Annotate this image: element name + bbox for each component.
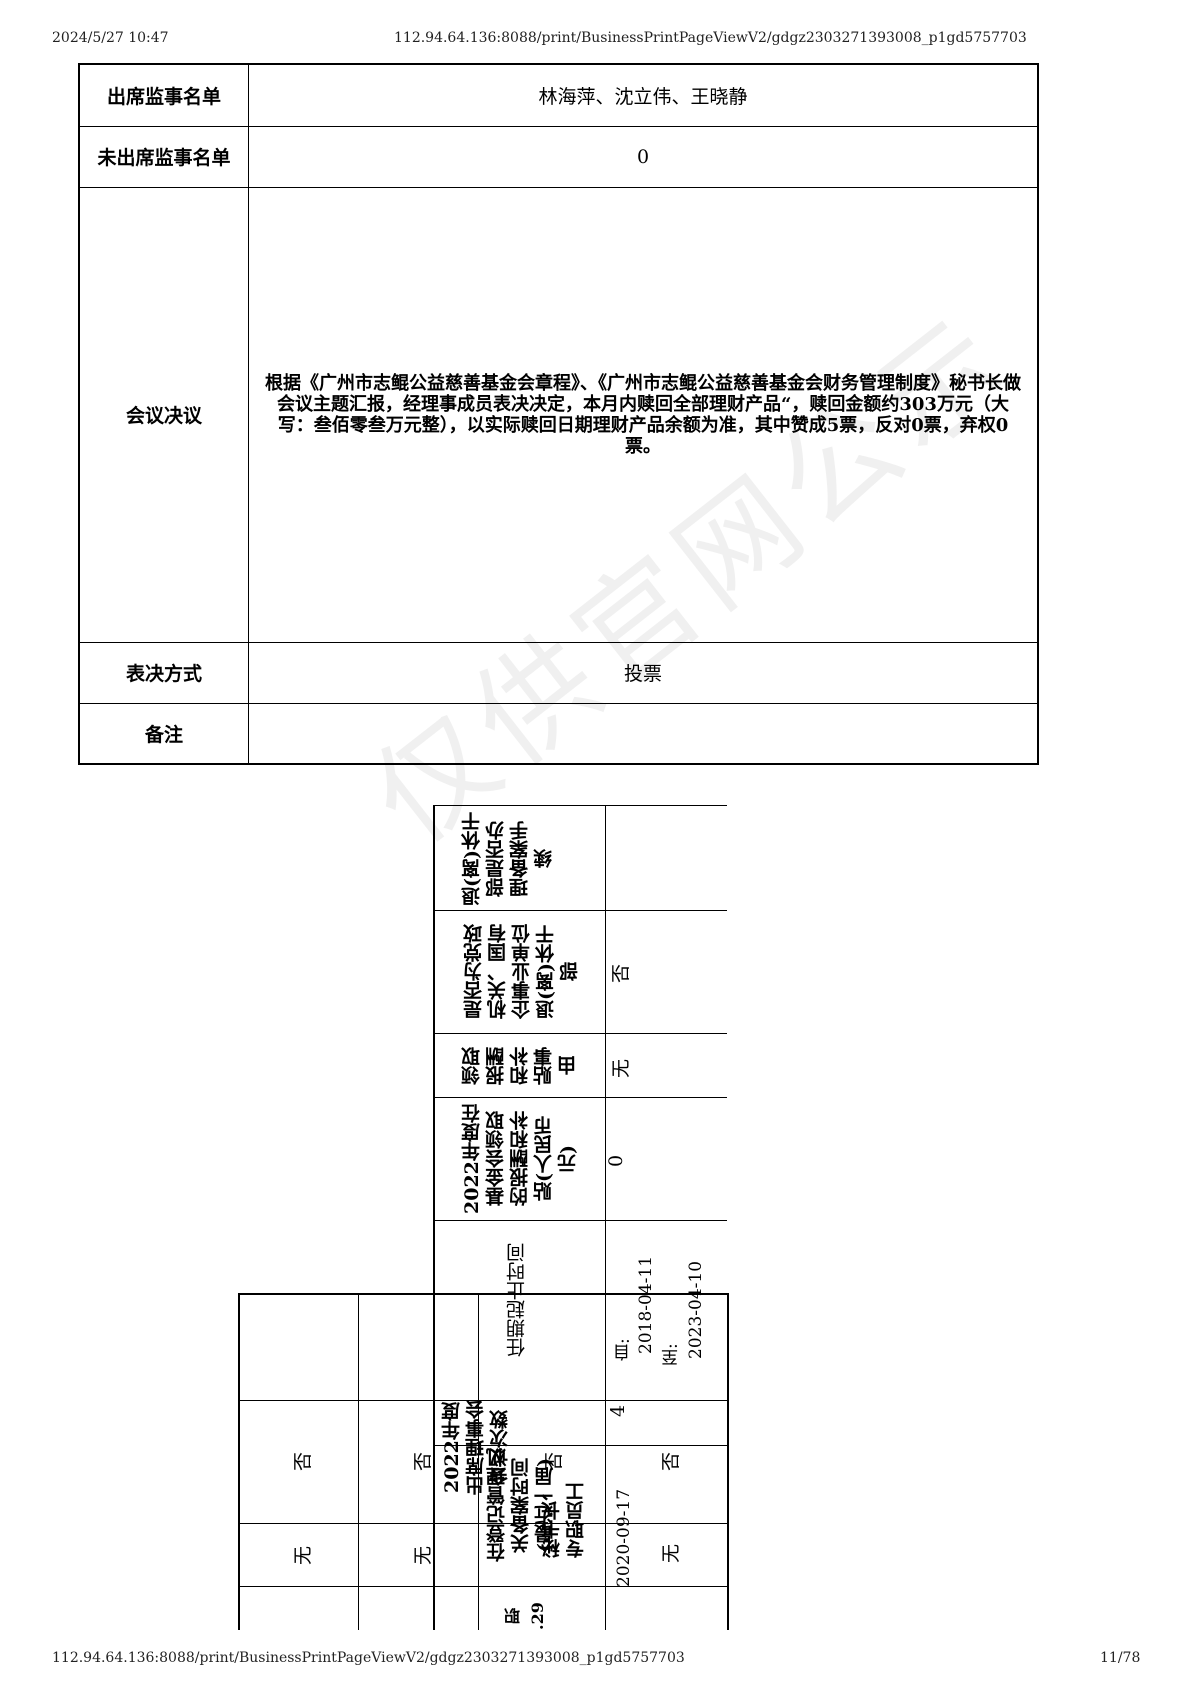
table-row: 出席监事名单 林海萍、沈立伟、王晓静 <box>78 63 1039 127</box>
rule <box>433 1445 727 1446</box>
supervisor-meeting-table: 出席监事名单 林海萍、沈立伟、王晓静 未出席监事名单 0 会议决议 根据《广州市… <box>78 63 1039 765</box>
attending-supervisors-value: 林海萍、沈立伟、王晓静 <box>248 63 1039 127</box>
print-datetime: 2024/5/27 10:47 <box>52 30 169 46</box>
absent-supervisors-value: 0 <box>248 125 1039 188</box>
value-filing-flag: 否 <box>543 1451 566 1472</box>
value-staff: 无 <box>660 1543 683 1564</box>
table-row: 备注 <box>78 702 1039 765</box>
resolution-label: 会议决议 <box>78 186 249 643</box>
page-number: 11/78 <box>1100 1650 1141 1666</box>
term-from-label: 自: <box>614 1338 634 1362</box>
rule <box>433 1097 727 1098</box>
value-meeting-count: 4 <box>607 1404 630 1418</box>
rule <box>433 1033 727 1034</box>
rule <box>433 805 727 806</box>
rule <box>238 1523 727 1524</box>
value-filing-flag-2: 否 <box>660 1451 683 1472</box>
left-col-none-1: 无 <box>292 1545 315 1566</box>
voting-method-label: 表决方式 <box>78 641 249 704</box>
rule <box>478 1293 479 1630</box>
absent-supervisors-label: 未出席监事名单 <box>78 125 249 188</box>
rule <box>433 1220 727 1221</box>
table-row: 表决方式 投票 <box>78 641 1039 704</box>
rule <box>238 1293 727 1295</box>
table-row: 会议决议 根据《广州市志鲲公益慈善基金会章程》、《广州市志鲲公益慈善基金会财务管… <box>78 186 1039 643</box>
table-row: 未出席监事名单 0 <box>78 125 1039 188</box>
header-retired-cadre: 是否为党政机关、国有企事业单位退(离)休干部 <box>463 924 581 1020</box>
rule <box>238 1400 727 1401</box>
rule <box>433 910 727 911</box>
rule <box>605 805 606 1630</box>
resolution-text: 根据《广州市志鲲公益慈善基金会章程》、《广州市志鲲公益慈善基金会财务管理制度》秘… <box>248 186 1039 643</box>
term-to-label: 至: <box>662 1343 682 1367</box>
header-term-period: 任期起止时间 <box>506 1243 528 1357</box>
term-start-date: 2018-04-11 <box>636 1256 656 1355</box>
remarks-label: 备注 <box>78 702 249 765</box>
rule <box>358 1293 359 1630</box>
print-url-footer: 112.94.64.136:8088/print/BusinessPrintPa… <box>52 1650 685 1666</box>
header-reward-reason: 领取报酬和补贴事由 <box>461 1047 579 1085</box>
value-retired-cadre: 否 <box>610 963 633 984</box>
left-col-no-2: 否 <box>412 1451 435 1472</box>
remarks-value <box>248 702 1039 765</box>
term-end-date: 2023-04-10 <box>686 1261 706 1360</box>
left-col-none-2: 无 <box>412 1545 435 1566</box>
left-col-no-1: 否 <box>292 1451 315 1472</box>
header-secretary-staff: 秘书长、专职员工 <box>541 1482 587 1558</box>
print-url-header: 112.94.64.136:8088/print/BusinessPrintPa… <box>394 30 1027 46</box>
rule <box>433 805 435 1630</box>
voting-method-value: 投票 <box>248 641 1039 704</box>
rule <box>727 1293 729 1630</box>
filing-date: 2020-09-17 <box>614 1488 634 1587</box>
header-reward-amount: 2022年度在基金会领取的报酬和补贴(人民币元) <box>461 1104 579 1214</box>
cut-off-fragment: 职 .29 <box>504 1602 547 1630</box>
rule <box>238 1586 727 1587</box>
rule <box>238 1293 240 1630</box>
value-reward-reason: 无 <box>610 1058 633 1079</box>
header-retired-filing: 退(离)休干部是否办理备案手续 <box>461 812 555 906</box>
attending-supervisors-label: 出席监事名单 <box>78 63 249 127</box>
value-reward-amount: 0 <box>605 1154 628 1168</box>
